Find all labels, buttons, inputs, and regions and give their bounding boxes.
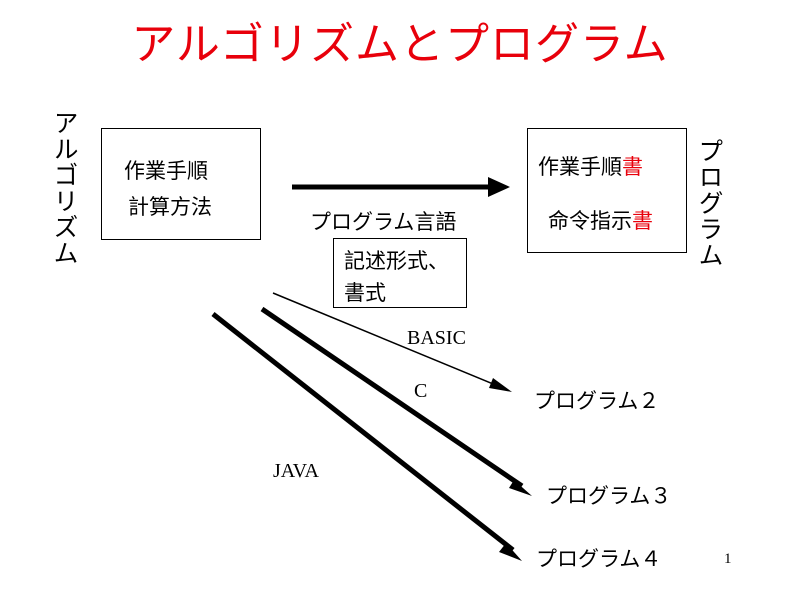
program-box: 作業手順書 命令指示書 — [527, 128, 687, 253]
branch-label-c: C — [414, 380, 428, 402]
program-box-line2: 命令指示書 — [548, 205, 653, 235]
main-arrow — [292, 177, 510, 197]
program-2-label: プログラム２ — [534, 389, 660, 413]
page-number: 1 — [724, 551, 732, 567]
algorithm-box: 作業手順 計算方法 — [101, 128, 261, 240]
java-arrow-line — [211, 312, 515, 552]
program-vertical-label: プログラム — [695, 138, 724, 268]
branch-label-java: JAVA — [273, 460, 319, 482]
program-box-line1: 作業手順書 — [538, 151, 643, 181]
c-arrow-line — [260, 306, 524, 489]
java-arrow — [211, 312, 522, 561]
algorithm-box-line2: 計算方法 — [128, 195, 212, 219]
c-arrow — [260, 306, 532, 496]
basic-arrow — [272, 292, 512, 392]
format-box: 記述形式、 書式 — [333, 238, 467, 308]
format-box-line2: 書式 — [344, 281, 386, 305]
format-box-line1: 記述形式、 — [344, 249, 449, 273]
c-arrow-head — [509, 480, 532, 496]
main-arrow-head — [488, 177, 510, 197]
java-arrow-head — [499, 543, 522, 561]
basic-arrow-head — [489, 378, 512, 392]
page-title: アルゴリズムとプログラム — [131, 19, 669, 70]
algorithm-box-line1: 作業手順 — [124, 159, 208, 183]
program-4-label: プログラム４ — [536, 547, 662, 571]
program-3-label: プログラム３ — [546, 484, 672, 508]
program-box-line2-text: 命令指示 — [548, 209, 632, 233]
program-box-line1-text: 作業手順 — [538, 155, 622, 179]
program-box-line2-accent: 書 — [632, 209, 653, 233]
language-label: プログラム言語 — [310, 210, 457, 234]
basic-arrow-line — [272, 292, 499, 387]
algorithm-vertical-label: アルゴリズム — [50, 110, 79, 266]
branch-label-basic: BASIC — [407, 327, 466, 349]
program-box-line1-accent: 書 — [622, 155, 643, 179]
